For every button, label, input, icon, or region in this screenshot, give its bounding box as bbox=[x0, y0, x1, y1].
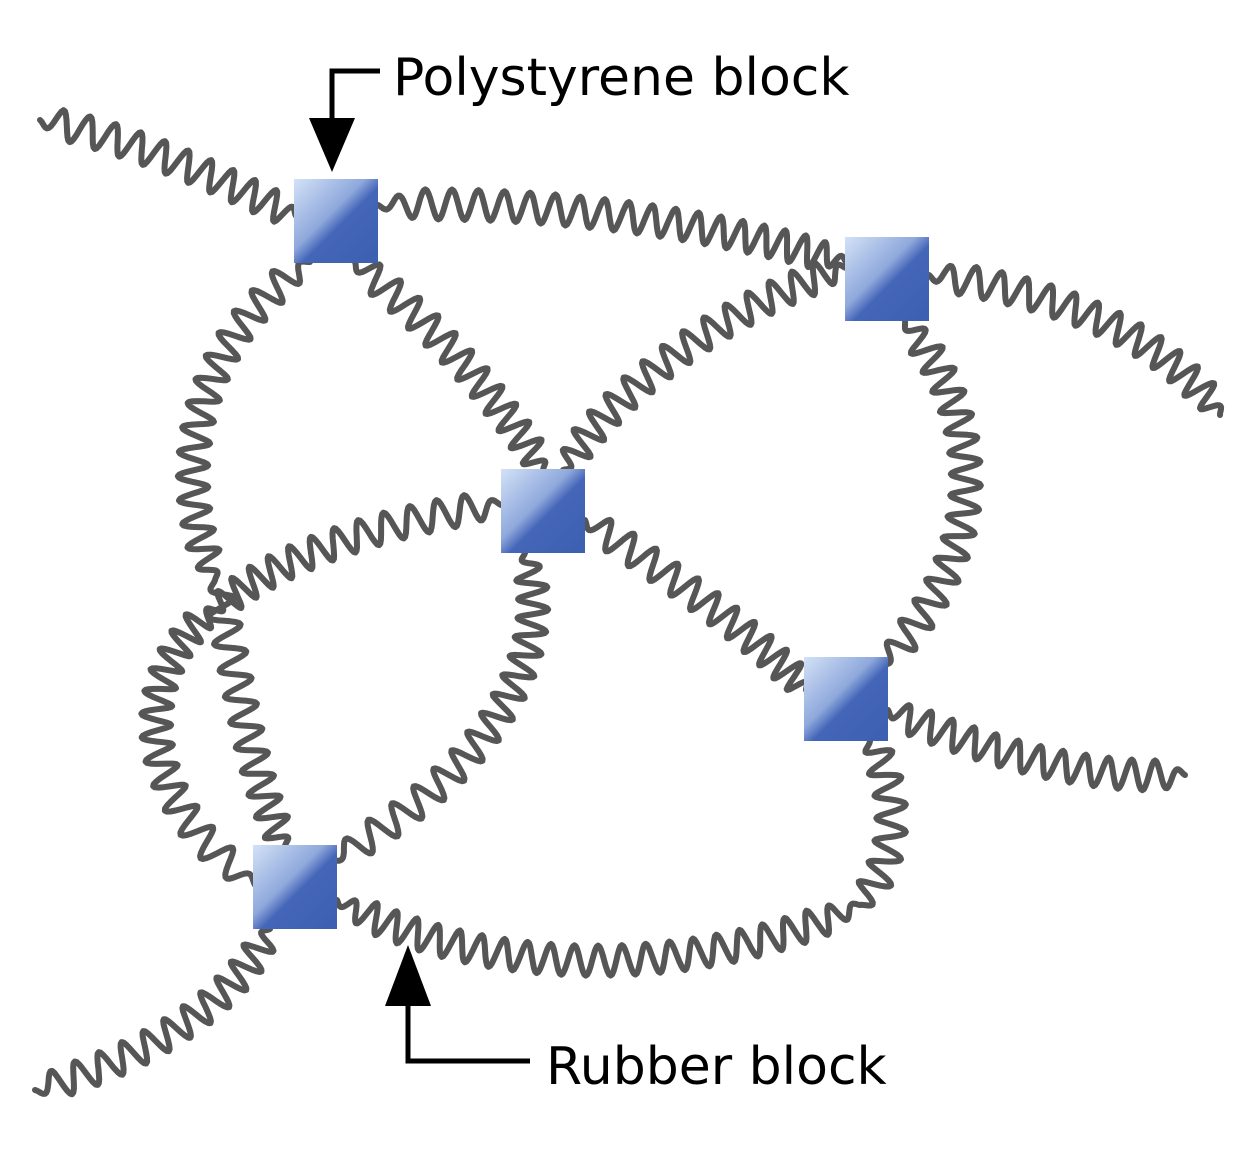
rubber-chain-9 bbox=[582, 516, 811, 693]
rubber-chain-7 bbox=[559, 259, 849, 473]
rubber-chain-4 bbox=[352, 259, 549, 473]
rubber-chain-5 bbox=[174, 258, 313, 583]
polystyrene-arrow-head-icon bbox=[309, 118, 355, 172]
polystyrene-arrow-line bbox=[329, 68, 380, 120]
rubber-chain-16 bbox=[32, 926, 277, 1098]
polystyrene-blocks bbox=[253, 179, 929, 929]
rubber-chain-11 bbox=[212, 492, 504, 615]
rubber-pointer bbox=[385, 945, 530, 1064]
rubber-arrow-head-icon bbox=[385, 945, 431, 1006]
rubber-chain-15 bbox=[855, 738, 909, 909]
polystyrene-pointer bbox=[309, 68, 380, 172]
polystyrene-block-1 bbox=[294, 179, 378, 263]
polystyrene-block-4 bbox=[804, 657, 888, 741]
rubber-chain-1 bbox=[37, 107, 299, 225]
polystyrene-block-3 bbox=[501, 469, 585, 553]
rubber-chain-3 bbox=[926, 262, 1225, 418]
rubber-arrow-line bbox=[405, 1000, 530, 1064]
rubber-chain-2 bbox=[375, 186, 849, 271]
rubber-chain-8 bbox=[877, 318, 984, 668]
polystyrene-label: Polystyrene block bbox=[393, 48, 849, 108]
polystyrene-block-5 bbox=[253, 845, 337, 929]
polystyrene-block-2 bbox=[845, 237, 929, 321]
rubber-chain-10 bbox=[885, 702, 1188, 794]
rubber-chain-13 bbox=[327, 550, 552, 864]
rubber-chain-14 bbox=[334, 897, 863, 979]
rubber-chain-6 bbox=[205, 577, 292, 849]
rubber-label: Rubber block bbox=[546, 1037, 887, 1097]
rubber-chain-12 bbox=[138, 605, 258, 888]
rubber-chains bbox=[32, 107, 1225, 1098]
